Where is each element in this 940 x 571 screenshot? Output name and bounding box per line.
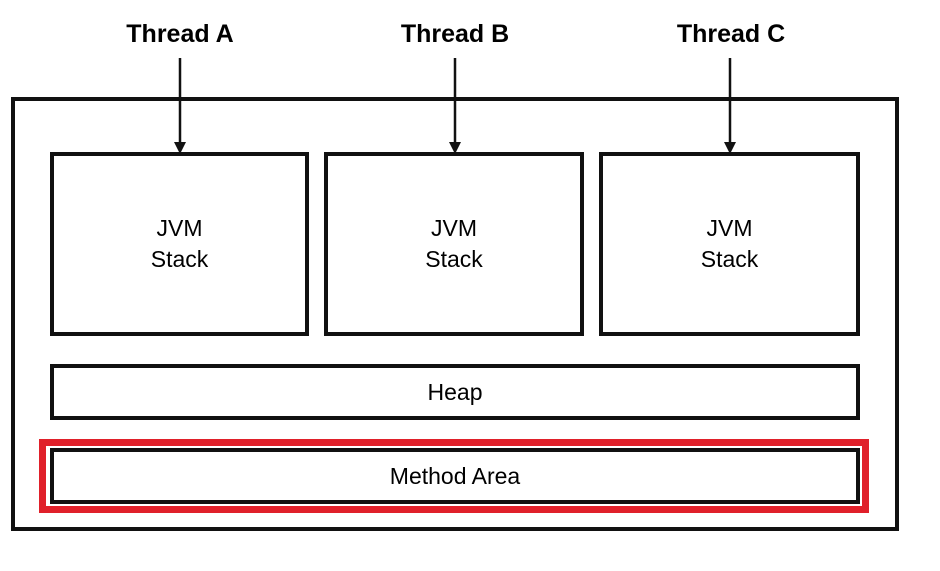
jvm-stack-b-line1: JVM xyxy=(431,215,477,241)
jvm-stack-c-line1: JVM xyxy=(706,215,753,241)
heap-box: Heap xyxy=(50,364,860,420)
heap-label: Heap xyxy=(427,378,483,405)
jvm-stack-a-line2: Stack xyxy=(150,246,209,272)
method-area-label: Method Area xyxy=(389,462,521,489)
jvm-stack-a: JVM Stack xyxy=(50,152,309,336)
jvm-stack-a-line1: JVM xyxy=(156,215,203,241)
thread-c-label: Thread C xyxy=(676,20,786,48)
thread-a-arrow xyxy=(174,58,186,154)
jvm-stack-c: JVM Stack xyxy=(599,152,860,336)
thread-b-arrow xyxy=(449,58,461,154)
thread-b-label: Thread B xyxy=(400,20,510,48)
method-area-box: Method Area xyxy=(50,448,860,504)
method-area-highlight xyxy=(39,439,869,513)
jvm-stack-c-line2: Stack xyxy=(700,246,759,272)
thread-c-arrow xyxy=(724,58,736,154)
thread-a-label: Thread A xyxy=(126,20,234,48)
jvm-stack-b: JVM Stack xyxy=(324,152,584,336)
jvm-stack-b-line2: Stack xyxy=(425,246,483,272)
